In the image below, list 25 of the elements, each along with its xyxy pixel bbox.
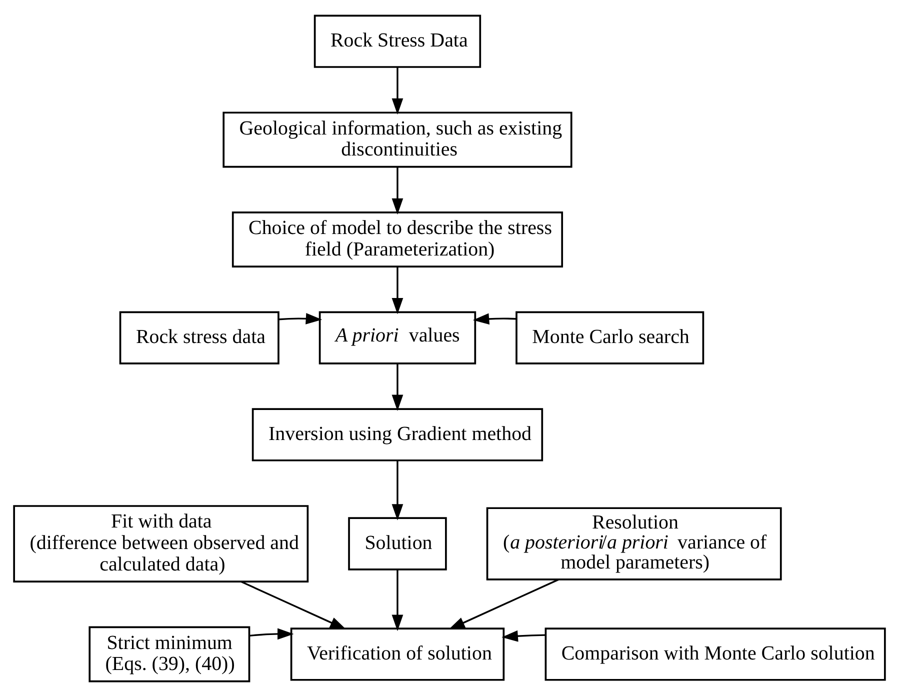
node-box: Rock stress data	[119, 310, 280, 364]
arrow	[240, 580, 346, 629]
node-box: Fit with data (difference between observed and calculated data)	[13, 504, 309, 582]
node-box: Rock Stress Data	[314, 14, 482, 68]
node-box: Inversion using Gradient method	[252, 408, 544, 461]
node-box: Choice of model to describe the stress field (Parameterization)	[232, 210, 564, 267]
node-box: Verification of solution	[290, 627, 505, 680]
node-box: Resolution (a posteriori/a priori variance of model parameters)	[486, 506, 782, 580]
arrow	[392, 66, 404, 114]
arrow	[392, 266, 404, 314]
arrow	[392, 363, 404, 411]
node-box: Monte Carlo search	[516, 310, 704, 364]
arrow	[448, 578, 559, 630]
arrow	[392, 569, 404, 631]
arrow	[392, 166, 404, 214]
arrow	[250, 628, 294, 640]
node-box: Geological information, such as existing discontinuities	[222, 111, 572, 168]
arrow	[502, 630, 546, 642]
node-box: Solution	[348, 516, 447, 570]
node-box: A priori values	[318, 310, 476, 364]
arrow	[392, 460, 404, 520]
arrow	[278, 312, 322, 324]
arrow	[472, 312, 516, 324]
node-box: Comparison with Monte Carlo solution	[544, 627, 886, 680]
node-box: Strict minimum (Eqs. (39), (40))	[88, 626, 250, 682]
